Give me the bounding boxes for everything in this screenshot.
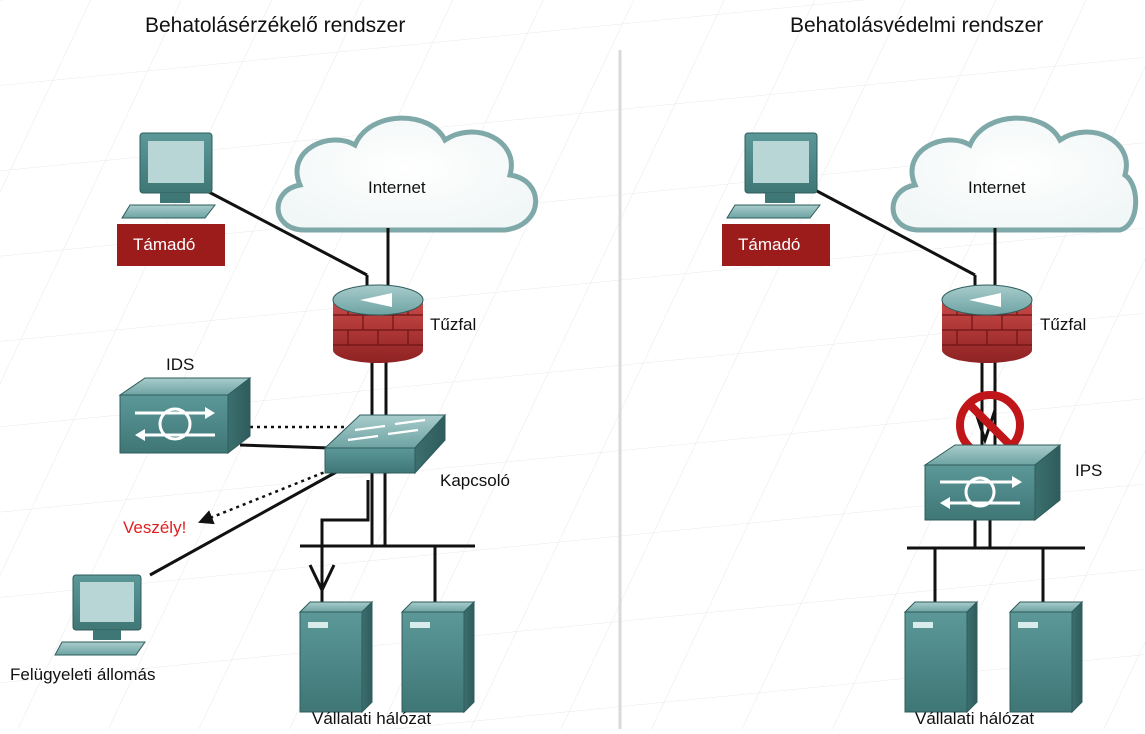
attacker-tag-right: Támadó — [722, 224, 830, 266]
attacker-label-right: Támadó — [738, 235, 800, 254]
left-panel-title: Behatolásérzékelő rendszer — [145, 14, 406, 37]
firewall-label-right: Tűzfal — [1040, 315, 1086, 334]
firewall-left: Tűzfal — [332, 284, 476, 363]
attacker-computer-right — [726, 132, 822, 219]
monitor-label: Felügyeleti állomás — [10, 665, 156, 684]
firewall-label-left: Tűzfal — [430, 315, 476, 334]
ids-label: IDS — [166, 355, 194, 374]
server-left-1 — [298, 600, 374, 714]
internet-label-left: Internet — [368, 178, 426, 197]
ids-device: IDS — [118, 355, 252, 455]
left-panel: Internet — [10, 115, 539, 728]
ips-label: IPS — [1075, 461, 1102, 480]
server-right-1 — [903, 600, 979, 714]
danger-label: Veszély! — [123, 518, 186, 537]
network-label-left: Vállalati hálózat — [312, 709, 431, 728]
internet-label-right: Internet — [968, 178, 1026, 197]
monitoring-computer: Felügyeleti állomás — [10, 574, 156, 684]
attacker-computer-left — [121, 132, 217, 219]
right-panel-title: Behatolásvédelmi rendszer — [790, 14, 1044, 37]
switch-label: Kapcsoló — [440, 471, 510, 490]
right-links — [814, 188, 1085, 605]
internet-cloud-right: Internet — [890, 115, 1139, 233]
network-label-right: Vállalati hálózat — [915, 709, 1034, 728]
server-left-2 — [400, 600, 476, 714]
server-right-2 — [1008, 600, 1084, 714]
attacker-label-left: Támadó — [133, 235, 195, 254]
attacker-tag-left: Támadó — [117, 224, 225, 266]
right-panel: Internet Támadó — [722, 115, 1139, 728]
switch-device: Kapcsoló — [323, 413, 510, 490]
ips-device: IPS — [923, 443, 1102, 522]
internet-cloud-left: Internet — [275, 115, 539, 233]
firewall-right: Tűzfal — [941, 284, 1086, 363]
